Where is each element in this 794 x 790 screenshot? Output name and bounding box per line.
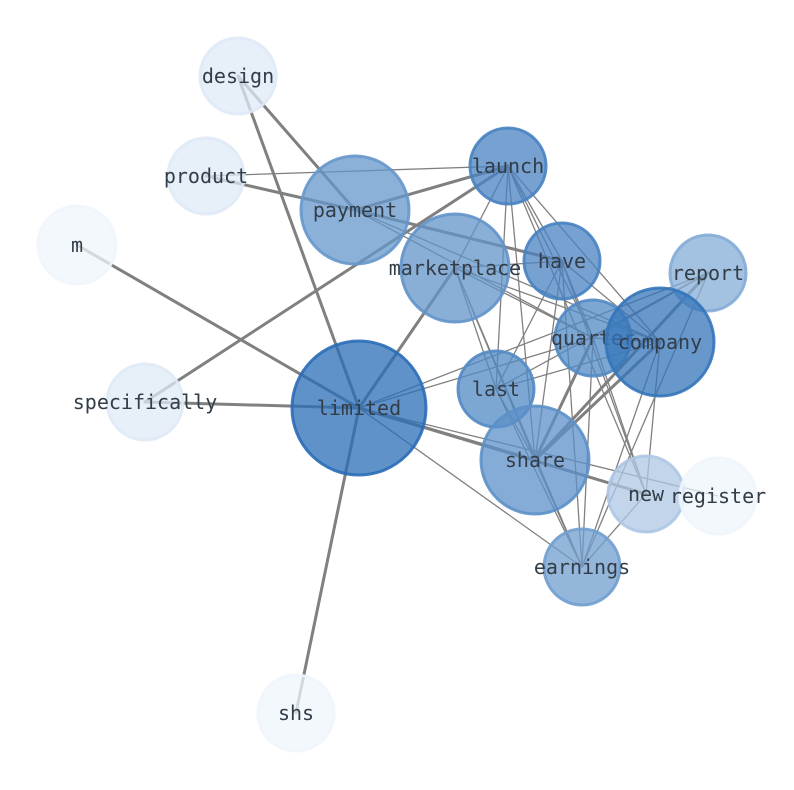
node-circle-report (668, 233, 748, 313)
node-label-earnings: earnings (534, 555, 630, 579)
node-shs: shs (256, 673, 336, 753)
node-label-payment: payment (313, 198, 397, 222)
node-label-register: register (670, 484, 766, 508)
edge-have-new (561, 260, 647, 495)
node-label-company: company (618, 330, 702, 354)
node-circle-specifically (105, 362, 185, 442)
node-label-new: new (628, 482, 665, 506)
node-label-launch: launch (472, 154, 544, 178)
node-m: m (36, 204, 118, 286)
node-limited: limited (290, 339, 428, 477)
node-label-marketplace: marketplace (389, 256, 521, 280)
node-circle-payment (299, 154, 411, 266)
edge-specifically-launch (143, 164, 510, 404)
node-label-m: m (71, 233, 83, 257)
node-register: register (670, 456, 766, 536)
node-circle-shs (256, 673, 336, 753)
node-company: company (604, 286, 716, 398)
node-circle-have (522, 221, 602, 301)
node-launch: launch (468, 126, 548, 206)
node-layer: design product m specifically shs launch payme… (36, 36, 766, 753)
node-design: design (198, 36, 278, 116)
node-label-shs: shs (278, 701, 314, 725)
node-circle-register (678, 456, 758, 536)
node-circle-company (604, 286, 716, 398)
node-report: report (668, 233, 748, 313)
node-circle-product (166, 136, 246, 216)
node-label-limited: limited (317, 396, 401, 420)
node-label-last: last (472, 377, 520, 401)
node-label-have: have (538, 249, 586, 273)
node-product: product (164, 136, 248, 216)
node-marketplace: marketplace (389, 212, 521, 324)
node-share: share (479, 404, 591, 516)
node-circle-m (36, 204, 118, 286)
node-new: new (606, 454, 686, 534)
node-payment: payment (299, 154, 411, 266)
node-have: have (522, 221, 602, 301)
node-label-specifically: specifically (73, 390, 218, 414)
node-circle-limited (290, 339, 428, 477)
node-specifically: specifically (73, 362, 218, 442)
node-label-share: share (505, 448, 565, 472)
node-circle-share (479, 404, 591, 516)
node-label-product: product (164, 164, 248, 188)
node-circle-launch (468, 126, 548, 206)
node-circle-marketplace (399, 212, 511, 324)
node-label-design: design (202, 64, 274, 88)
node-label-report: report (672, 261, 744, 285)
node-circle-design (198, 36, 278, 116)
node-earnings: earnings (534, 527, 630, 607)
node-circle-earnings (542, 527, 622, 607)
